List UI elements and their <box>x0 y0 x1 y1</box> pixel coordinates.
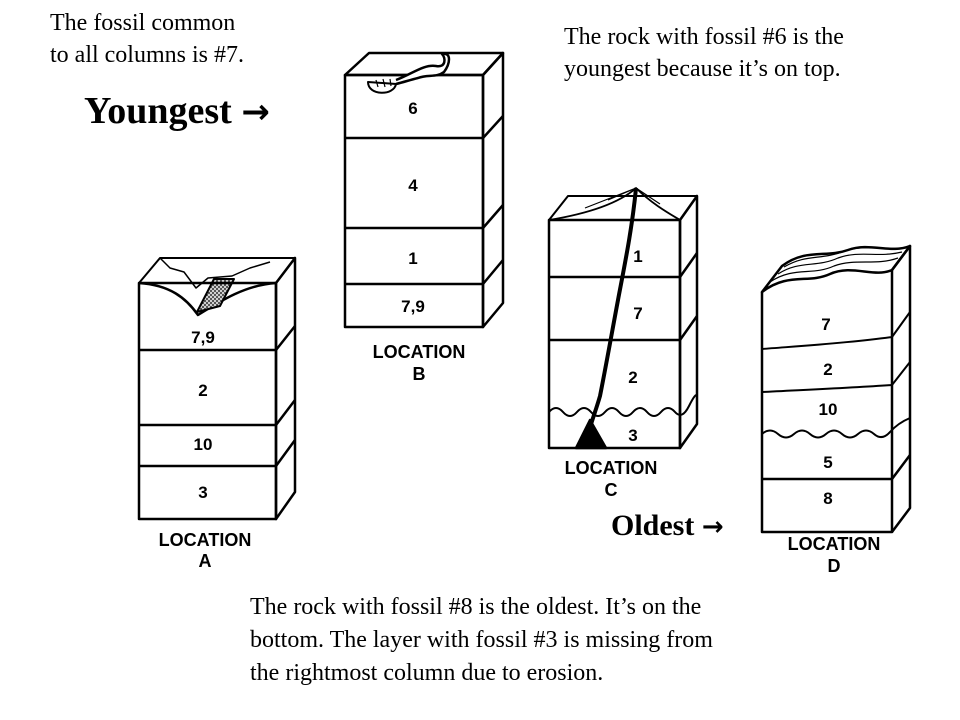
bottom-note-line1: The rock with fossil #8 is the oldest. I… <box>250 594 702 620</box>
column-d-layer-2: 2 <box>823 360 832 379</box>
youngest-note-line1: The rock with fossil #6 is the <box>564 24 844 50</box>
column-c-intrusion-base <box>574 418 608 450</box>
column-c-layer-1: 1 <box>633 247 642 266</box>
column-b-layer-1: 6 <box>408 99 417 118</box>
fossil-shell-icon <box>367 81 397 94</box>
column-c-side <box>678 194 699 450</box>
column-d-location-letter: D <box>828 556 841 576</box>
youngest-note-line2: youngest because it’s on top. <box>564 56 841 82</box>
oldest-label: Oldest <box>611 509 695 542</box>
column-d-top-texture <box>769 247 907 283</box>
column-c-layer-2: 7 <box>633 304 642 323</box>
column-a-layer-2: 2 <box>198 381 207 400</box>
oldest-arrow-icon: → <box>701 512 724 542</box>
column-d-side <box>891 244 912 533</box>
column-c-intrusion <box>588 187 638 429</box>
column-c-layer-3: 2 <box>628 368 637 387</box>
oldest-marker: Oldest → <box>611 508 724 545</box>
column-b-layer-2: 4 <box>408 176 418 195</box>
column-d-layer-3: 10 <box>819 400 838 419</box>
column-b-layer-3: 1 <box>408 249 417 268</box>
column-a-side <box>274 256 297 521</box>
column-d-layer-5: 8 <box>823 489 832 508</box>
column-a-channel-fill <box>196 278 235 313</box>
youngest-arrow-icon: → <box>241 92 270 132</box>
column-c-location-label: LOCATION <box>565 458 658 478</box>
column-b-side <box>481 51 505 329</box>
column-a-layer-3: 10 <box>194 435 213 454</box>
fossil-worm-icon <box>395 52 451 86</box>
column-d-layer-1: 7 <box>821 315 830 334</box>
column-d-layer-4: 5 <box>823 453 832 472</box>
bottom-note-line2: bottom. The layer with fossil #3 is miss… <box>250 627 713 653</box>
column-d-top <box>760 244 912 294</box>
youngest-marker: Youngest → <box>84 88 270 135</box>
bottom-note-line3: the rightmost column due to erosion. <box>250 660 604 686</box>
column-location-a: 7,9 2 10 3 LOCATION A <box>137 256 297 571</box>
column-d-unconformity <box>761 417 911 439</box>
column-a-layer-4: 3 <box>198 483 207 502</box>
column-c-layer-4: 3 <box>628 426 637 445</box>
column-location-d: 7 2 10 5 8 LOCATION D <box>760 244 912 576</box>
column-location-c: 1 7 2 3 LOCATION C <box>547 187 699 500</box>
column-a-location-label: LOCATION <box>159 530 252 550</box>
column-c-mound <box>548 187 681 221</box>
common-fossil-note-line2: to all columns is #7. <box>50 42 244 68</box>
youngest-label: Youngest <box>84 90 232 132</box>
column-location-b: 6 4 1 7,9 LOCATION B <box>343 51 505 384</box>
column-d-front <box>760 270 894 534</box>
column-a-layer-1: 7,9 <box>191 328 215 347</box>
column-b-location-label: LOCATION <box>373 342 466 362</box>
column-b-location-letter: B <box>413 364 426 384</box>
column-c-location-letter: C <box>605 480 618 500</box>
common-fossil-note-line1: The fossil common <box>50 10 236 36</box>
column-d-location-label: LOCATION <box>788 534 881 554</box>
column-a-location-letter: A <box>199 551 212 571</box>
column-c-unconformity <box>548 394 698 417</box>
column-b-layer-4: 7,9 <box>401 297 425 316</box>
